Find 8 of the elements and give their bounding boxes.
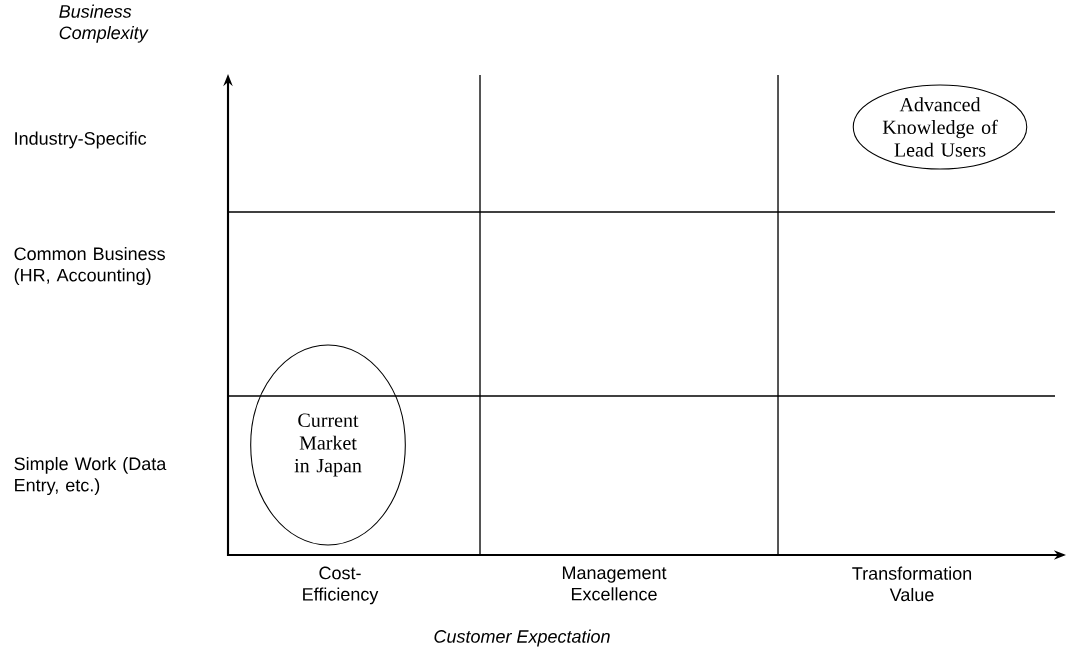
column-label: Cost- Efficiency: [303, 566, 379, 605]
row-label: Common Business (HR, Accounting): [14, 246, 165, 286]
axis-title: Customer Expectation: [434, 629, 610, 647]
column-label: Transformation Value: [852, 566, 972, 602]
row-label: Simple Work (Data Entry, etc.): [14, 456, 167, 496]
row-label: Industry-Specific: [15, 131, 147, 149]
column-label: Management Excellence: [562, 566, 667, 601]
axis-title: Business Complexity: [59, 4, 149, 43]
